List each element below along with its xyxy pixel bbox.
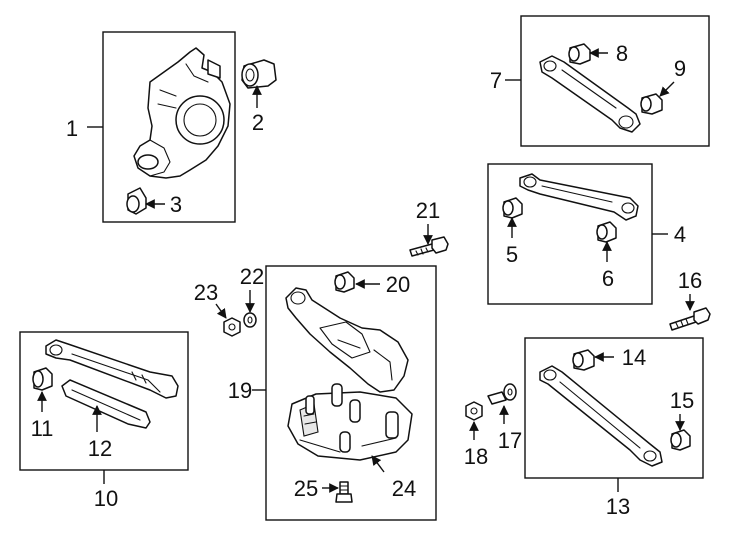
bolt-16-part xyxy=(669,307,711,331)
bolt-17-part xyxy=(487,383,517,405)
bushing-9-part xyxy=(640,93,663,115)
callout-13: 13 xyxy=(606,494,630,519)
bushing-11-part xyxy=(32,367,53,391)
bushing-3-part xyxy=(126,187,147,215)
callout-16: 16 xyxy=(678,268,702,293)
callout-14: 14 xyxy=(622,345,646,370)
callout-12: 12 xyxy=(88,436,112,461)
bolt-25-part xyxy=(335,481,353,503)
callout-1: 1 xyxy=(66,116,78,141)
callout-25: 25 xyxy=(294,476,318,501)
lateral-link-part xyxy=(539,365,663,467)
callout-10: 10 xyxy=(94,486,118,511)
knuckle-part xyxy=(133,47,231,179)
callout-24: 24 xyxy=(392,476,416,501)
bushing-2-part xyxy=(241,59,277,89)
lower-arm-group-box xyxy=(265,265,437,521)
callout-3: 3 xyxy=(170,192,182,217)
lower-spring-arm-part xyxy=(285,287,409,393)
bushing-6-part xyxy=(596,221,617,243)
front-arm-part xyxy=(519,173,639,221)
lateral-link-group-box xyxy=(524,337,704,479)
callout-22: 22 xyxy=(240,264,264,289)
callout-23: 23 xyxy=(194,280,218,305)
bushing-14-part xyxy=(572,349,595,371)
callout-5: 5 xyxy=(506,242,518,267)
leader-24 xyxy=(371,455,385,473)
callout-19: 19 xyxy=(228,378,252,403)
washer-22-part xyxy=(243,312,257,328)
callout-6: 6 xyxy=(602,266,614,291)
callout-21: 21 xyxy=(416,198,440,223)
trailing-arm-part xyxy=(45,339,179,399)
callout-2: 2 xyxy=(252,110,264,135)
bushing-20-part xyxy=(334,271,355,293)
bushing-8-part xyxy=(568,43,591,65)
callout-11: 11 xyxy=(31,416,54,441)
nut-18-part xyxy=(465,401,483,421)
callout-18: 18 xyxy=(464,444,488,469)
bushing-5-part xyxy=(502,197,523,219)
upper-arm-part xyxy=(539,55,641,133)
upper-arm-group-box xyxy=(520,15,710,147)
callout-17: 17 xyxy=(498,428,522,453)
plate-12-part xyxy=(61,379,151,429)
callout-4: 4 xyxy=(674,222,686,247)
leader-23 xyxy=(215,303,227,319)
bushing-15-part xyxy=(670,429,691,451)
callout-8: 8 xyxy=(616,41,628,66)
bolt-21-part xyxy=(409,236,449,257)
leader-9 xyxy=(659,81,675,97)
callout-20: 20 xyxy=(386,272,410,297)
callout-15: 15 xyxy=(670,388,694,413)
shield-24-part xyxy=(287,383,413,461)
nut-23-part xyxy=(223,317,241,337)
callout-9: 9 xyxy=(674,56,686,81)
callout-7: 7 xyxy=(490,68,502,93)
